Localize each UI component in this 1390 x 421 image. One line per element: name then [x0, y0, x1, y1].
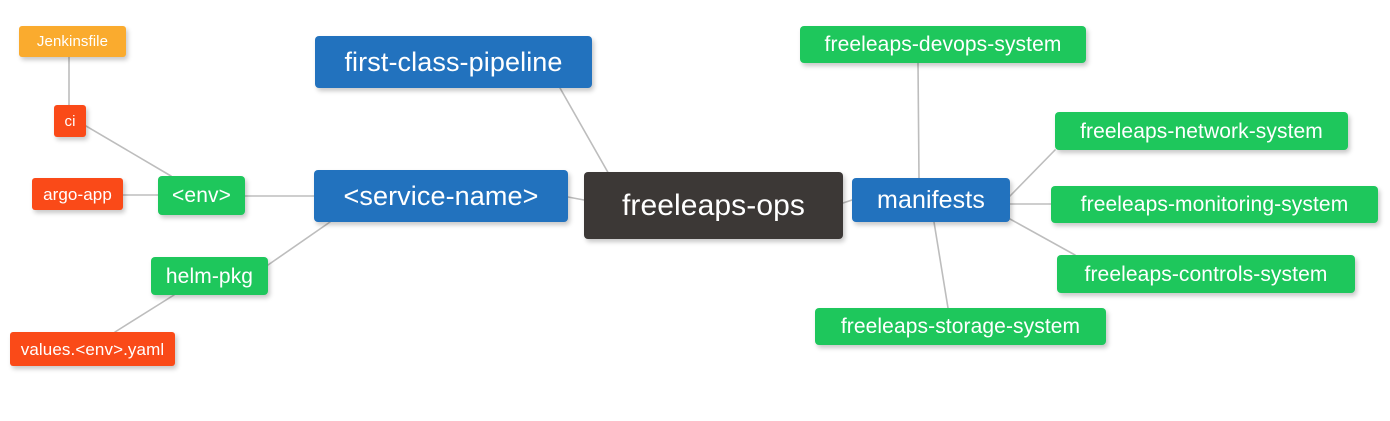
mindmap-node-label: freeleaps-controls-system	[1084, 262, 1328, 286]
edge-manifests-to-freeleaps-storage-system	[933, 221, 949, 309]
edge-env-to-ci	[85, 125, 172, 177]
edge-manifests-to-freeleaps-network-system	[1009, 149, 1056, 197]
mindmap-node-first-class-pipeline[interactable]: first-class-pipeline	[315, 36, 592, 88]
mindmap-node-jenkinsfile[interactable]: Jenkinsfile	[19, 26, 126, 57]
mindmap-node-label: freeleaps-storage-system	[840, 315, 1081, 338]
mindmap-node-label: argo-app	[43, 184, 112, 204]
mindmap-node-values-env-yaml[interactable]: values.<env>.yaml	[10, 332, 175, 366]
edge-freeleaps-ops-to-first-class-pipeline	[559, 87, 611, 177]
mindmap-node-service-name[interactable]: <service-name>	[314, 170, 568, 222]
mindmap-node-freeleaps-storage-system[interactable]: freeleaps-storage-system	[815, 308, 1106, 345]
mindmap-node-label: first-class-pipeline	[344, 46, 563, 77]
edge-freeleaps-ops-to-service-name	[567, 196, 585, 201]
mindmap-node-freeleaps-network-system[interactable]: freeleaps-network-system	[1055, 112, 1348, 150]
mindmap-node-label: manifests	[877, 185, 985, 214]
mindmap-node-freeleaps-devops-system[interactable]: freeleaps-devops-system	[800, 26, 1086, 63]
mindmap-node-label: freeleaps-devops-system	[824, 33, 1062, 56]
mindmap-node-label: freeleaps-network-system	[1080, 119, 1323, 143]
mindmap-node-argo-app[interactable]: argo-app	[32, 178, 123, 210]
mindmap-node-freeleaps-ops[interactable]: freeleaps-ops	[584, 172, 843, 239]
mindmap-node-label: Jenkinsfile	[36, 33, 109, 50]
mindmap-node-label: values.<env>.yaml	[20, 339, 165, 359]
mindmap-node-env[interactable]: <env>	[158, 176, 245, 215]
mindmap-node-helm-pkg[interactable]: helm-pkg	[151, 257, 268, 295]
mindmap-node-label: ci	[64, 112, 76, 130]
mindmap-node-freeleaps-monitoring-system[interactable]: freeleaps-monitoring-system	[1051, 186, 1378, 223]
mindmap-node-freeleaps-controls-system[interactable]: freeleaps-controls-system	[1057, 255, 1355, 293]
mindmap-node-label: freeleaps-ops	[621, 188, 806, 222]
mindmap-node-label: <service-name>	[343, 180, 539, 211]
mindmap-node-label: <env>	[172, 184, 231, 207]
mindmap-node-manifests[interactable]: manifests	[852, 178, 1010, 222]
edge-helm-pkg-to-values-env-yaml	[114, 294, 175, 333]
mindmap-node-ci[interactable]: ci	[54, 105, 86, 137]
edge-freeleaps-ops-to-manifests	[842, 199, 853, 204]
edge-manifests-to-freeleaps-devops-system	[917, 62, 920, 179]
edge-manifests-to-freeleaps-controls-system	[1009, 218, 1076, 256]
mindmap-node-label: freeleaps-monitoring-system	[1080, 193, 1349, 216]
mindmap-node-label: helm-pkg	[165, 264, 254, 288]
edge-service-name-to-helm-pkg	[267, 221, 331, 266]
